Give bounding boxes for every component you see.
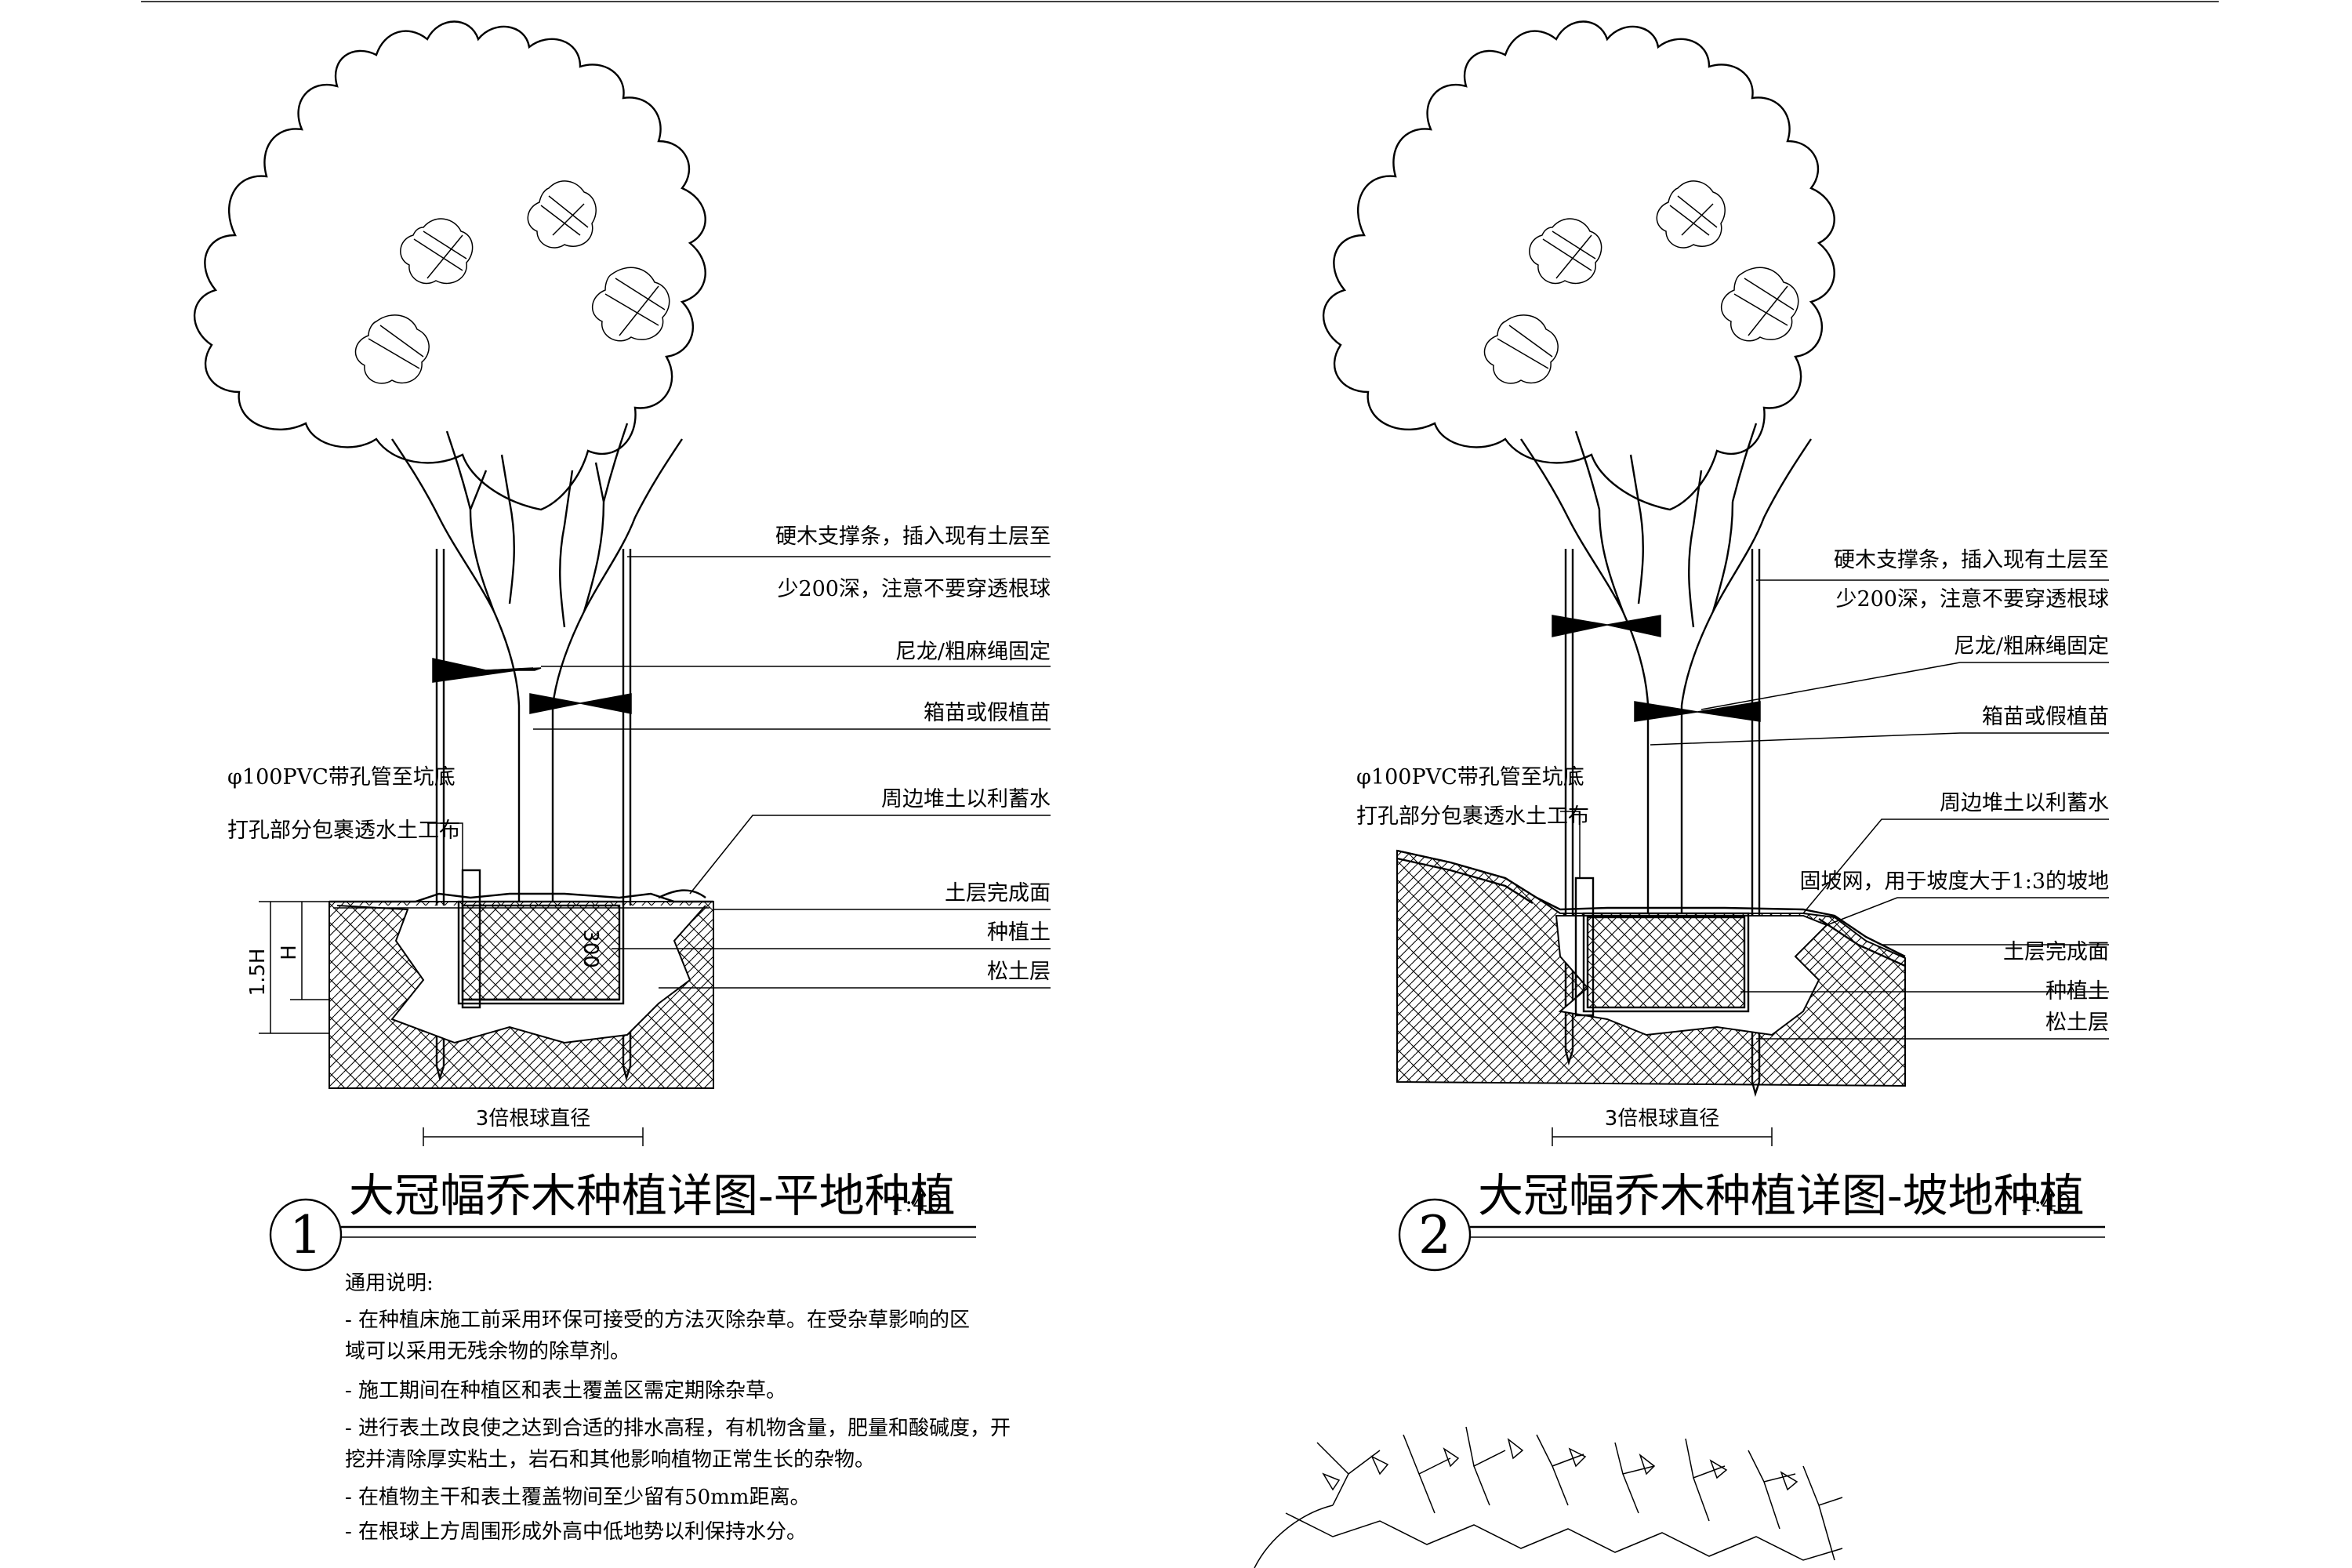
detail-1-scale: 1:40 xyxy=(890,1190,942,1218)
detail-2-tree-canopy xyxy=(1322,20,1835,511)
detail-2-leaf-cluster-2 xyxy=(1529,218,1602,285)
detail-1-depth-dimensions: 1.5H H 300 xyxy=(246,901,602,1034)
detail-2-title-block: 2 大冠幅乔木种植详图-坡地种植 1:40 xyxy=(1398,1169,2105,1272)
notes-line-2: 域可以采用无残余物的除草剂。 xyxy=(345,1340,630,1363)
detail-1-title-block: 1 大冠幅乔木种植详图-平地种植 1:40 xyxy=(269,1169,976,1272)
detail-1-leaf-cluster-1 xyxy=(527,180,597,249)
detail-1-label-finish: 土层完成面 xyxy=(945,881,1051,906)
detail-2-planting-soil xyxy=(1586,916,1746,1009)
notes-line-4: - 进行表土改良使之达到合适的排水高程，有机物含量，肥量和酸碱度，开 xyxy=(345,1417,1011,1440)
detail-2-label-finish: 土层完成面 xyxy=(2003,940,2109,964)
detail-1-label-wrap: 箱苗或假植苗 xyxy=(924,701,1051,725)
detail-2-leaders xyxy=(1560,579,2109,1040)
detail-2-pvc-pipe xyxy=(1574,877,1595,1017)
detail-2-label-plant-soil: 种植土 xyxy=(2045,979,2109,1004)
detail-2-label-stake-1: 硬木支撑条，插入现有土层至 xyxy=(1834,548,2109,572)
detail-1-rope-lower xyxy=(529,693,632,714)
detail-2-label-pipe-2: 打孔部分包裹透水土工布 xyxy=(1356,804,1589,829)
detail-2-finished-surface xyxy=(1396,849,1906,958)
detail-2-label-slope-net: 固坡网，用于坡度大于1:3的坡地 xyxy=(1800,869,2109,894)
detail-1-leaf-cluster-4 xyxy=(354,314,430,384)
detail-2-tree-trunk xyxy=(1520,423,1812,913)
detail-2-leaf-cluster-3 xyxy=(1720,267,1799,342)
detail-2-label-stake-2: 少200深，注意不要穿透根球 xyxy=(1835,587,2109,612)
detail-2-title: 大冠幅乔木种植详图-坡地种植 xyxy=(1478,1169,2085,1222)
detail-1-pvc-pipe xyxy=(461,869,481,1009)
detail-2-number-circle xyxy=(1398,1198,1472,1272)
detail-2-label-pipe-1: φ100PVC带孔管至坑底 xyxy=(1356,765,1584,789)
notes-line-1: - 在种植床施工前采用环保可接受的方法灭除杂草。在受杂草影响的区 xyxy=(345,1308,970,1332)
detail-2-label-mound: 周边堆土以利蓄水 xyxy=(1940,791,2109,815)
detail-1-tree-trunk xyxy=(391,423,683,902)
detail-1-dim-300: 300 xyxy=(579,929,602,968)
detail-1-leaders xyxy=(427,556,1051,989)
detail-1-dim-h: H xyxy=(278,945,301,960)
detail-1-mound xyxy=(658,889,706,899)
detail-2-label-rope: 尼龙/粗麻绳固定 xyxy=(1954,634,2109,659)
detail-1-label-rope: 尼龙/粗麻绳固定 xyxy=(895,640,1051,664)
detail-2-dim-width: 3倍根球直径 xyxy=(1605,1107,1720,1131)
general-notes: 通用说明: - 在种植床施工前采用环保可接受的方法灭除杂草。在受杂草影响的区 域… xyxy=(345,1272,1011,1544)
detail-2-scale: 1:40 xyxy=(2019,1190,2071,1218)
detail-2-label-loose-soil: 松土层 xyxy=(2045,1011,2109,1035)
shrub-sketch xyxy=(1254,1426,1843,1568)
notes-line-7: - 在根球上方周围形成外高中低地势以利保持水分。 xyxy=(345,1520,807,1544)
detail-1-finished-surface xyxy=(329,892,713,903)
detail-2-leaf-cluster-1 xyxy=(1656,180,1726,249)
detail-2-leaf-cluster-4 xyxy=(1483,314,1559,384)
detail-1-dim-1.5h: 1.5H xyxy=(246,949,270,996)
detail-1-label-stake-2: 少200深，注意不要穿透根球 xyxy=(777,577,1051,601)
detail-1-label-mound: 周边堆土以利蓄水 xyxy=(881,787,1051,811)
detail-1-label-pipe-2: 打孔部分包裹透水土工布 xyxy=(227,818,460,843)
detail-1-label-loose-soil: 松土层 xyxy=(987,960,1051,984)
detail-2-rope-upper xyxy=(1552,615,1661,637)
notes-heading: 通用说明: xyxy=(345,1272,434,1295)
detail-1-label-stake-1: 硬木支撑条，插入现有土层至 xyxy=(775,524,1051,549)
detail-1-width-dimension: 3倍根球直径 xyxy=(423,1107,644,1146)
detail-1-label-plant-soil: 种植土 xyxy=(987,920,1051,945)
detail-2-width-dimension: 3倍根球直径 xyxy=(1552,1107,1773,1146)
detail-1-title: 大冠幅乔木种植详图-平地种植 xyxy=(349,1169,956,1222)
detail-1-planting-soil xyxy=(461,904,621,1001)
detail-1-dim-width: 3倍根球直径 xyxy=(476,1107,591,1131)
detail-1-flat-planting: 1.5H H 300 3倍根球直径 硬木支撑条，插入现有土层至 少200深，注意… xyxy=(193,20,1051,1272)
detail-1-label-pipe-1: φ100PVC带孔管至坑底 xyxy=(227,765,456,789)
detail-1-leaf-cluster-2 xyxy=(400,218,474,285)
detail-1-tree-canopy xyxy=(193,20,706,511)
notes-line-3: - 施工期间在种植区和表土覆盖区需定期除杂草。 xyxy=(345,1379,786,1403)
detail-2-rope-lower xyxy=(1634,701,1761,722)
notes-line-6: - 在植物主干和表土覆盖物间至少留有50mm距离。 xyxy=(345,1486,810,1509)
notes-line-5: 挖并清除厚实粘土，岩石和其他影响植物正常生长的杂物。 xyxy=(345,1448,875,1472)
detail-1-number-circle xyxy=(269,1198,343,1272)
detail-2-label-wrap: 箱苗或假植苗 xyxy=(1982,705,2109,729)
detail-1-number: 1 xyxy=(289,1205,322,1265)
detail-2-number: 2 xyxy=(1418,1205,1451,1265)
detail-2-slope-planting: 3倍根球直径 硬木支撑条，插入现有土层至 少200深，注意不要穿透根球 尼龙/粗… xyxy=(1322,20,2109,1272)
detail-2-root-ball xyxy=(1582,912,1750,1013)
detail-1-root-ball xyxy=(457,900,625,1005)
detail-2-slope-net xyxy=(1396,857,1906,967)
detail-1-leaf-cluster-3 xyxy=(591,267,670,342)
